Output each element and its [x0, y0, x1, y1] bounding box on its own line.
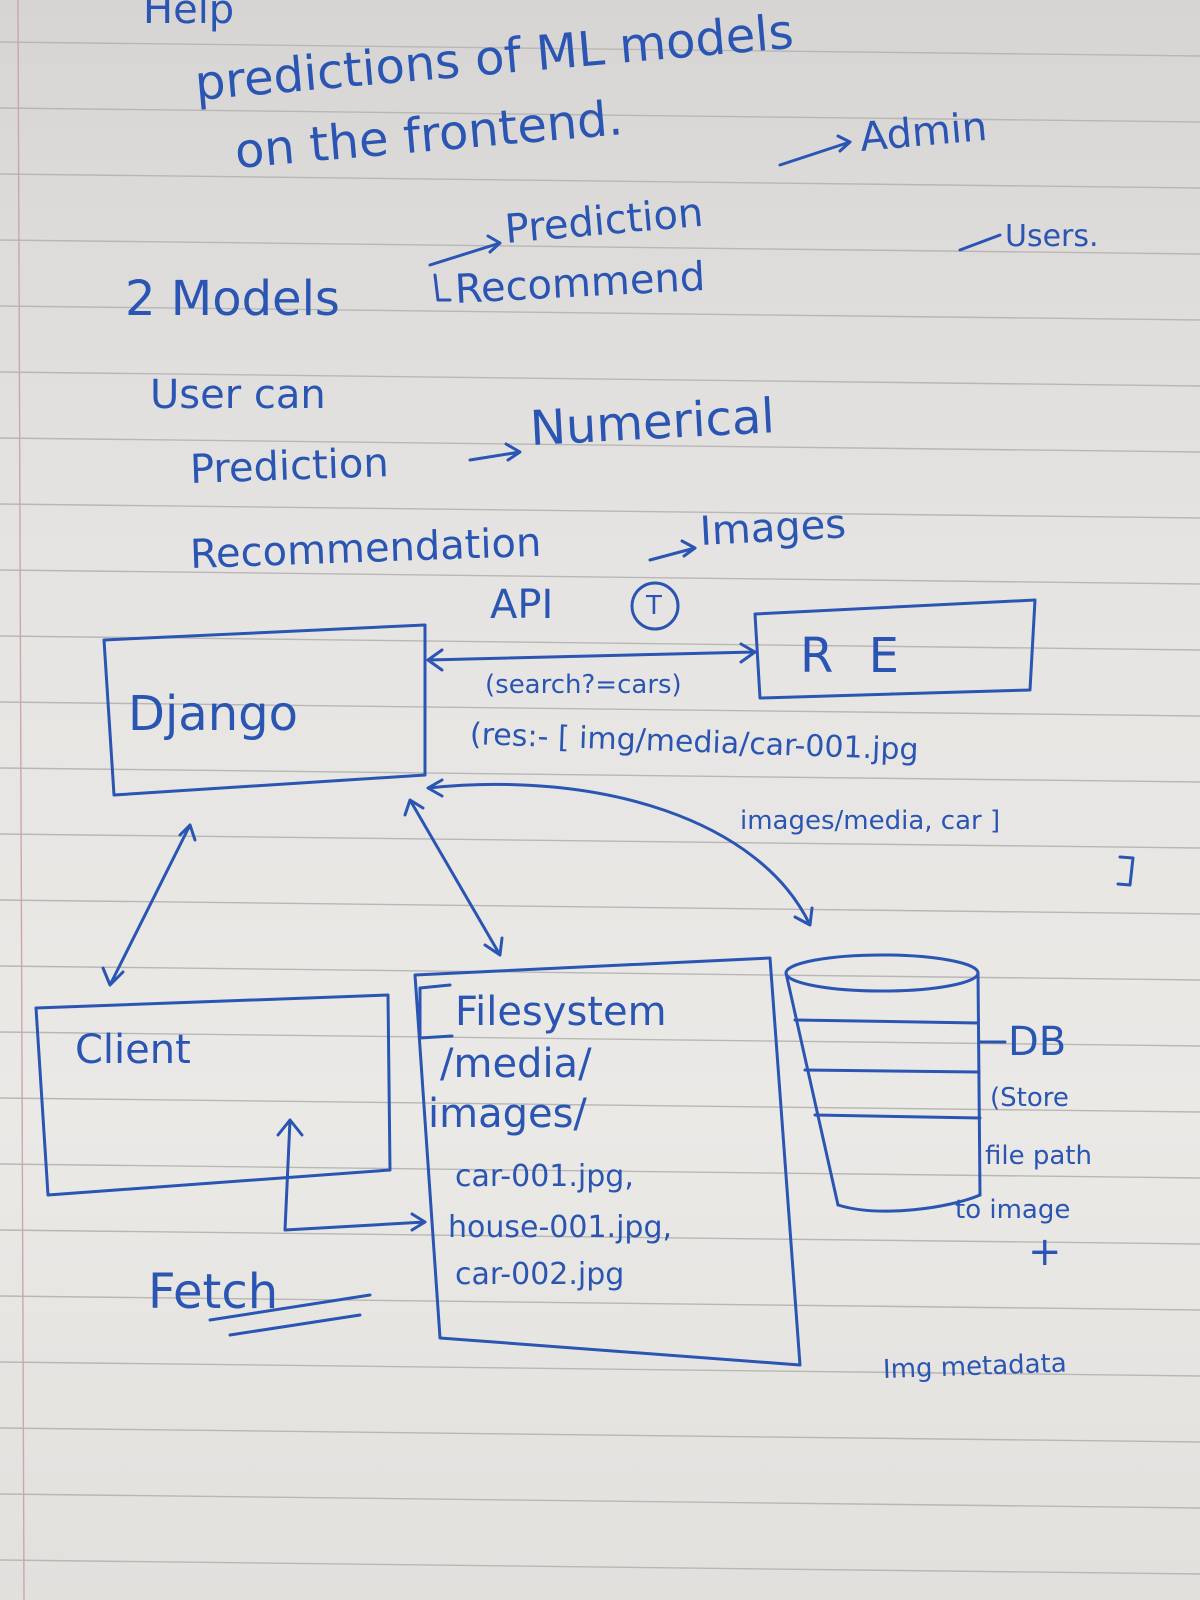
request-text: (search?=cars) [485, 670, 682, 700]
db-note-4: + [1028, 1229, 1062, 1275]
file-item: house-001.jpg, [448, 1210, 673, 1245]
api-marker: T [646, 591, 662, 621]
arrow-django-db [426, 778, 814, 927]
ruled-line [0, 173, 1200, 189]
file-item: car-001.jpg, [455, 1159, 634, 1194]
ruled-line [0, 107, 1200, 123]
re-box [753, 598, 1037, 700]
arrow-django-filesystem [403, 798, 504, 957]
db-note-5: Img metadata [882, 1348, 1068, 1385]
ruled-line [0, 1031, 1200, 1047]
ruled-line [0, 899, 1200, 915]
ruled-line [0, 701, 1200, 717]
arrow-fetch [276, 1118, 427, 1232]
client-label: Client [75, 1027, 191, 1073]
db-note-3: to image [955, 1195, 1071, 1225]
django-box [102, 623, 427, 797]
ruled-line [0, 767, 1200, 783]
ruled-line [0, 965, 1200, 981]
file-item: car-002.jpg [455, 1257, 625, 1292]
ruled-line [0, 1427, 1200, 1443]
ruled-line [0, 833, 1200, 849]
ruled-line [0, 1163, 1200, 1179]
note-prediction-type: Numerical [528, 388, 776, 457]
fetch-label: Fetch [148, 1264, 279, 1320]
filesystem-path-2: images/ [428, 1091, 587, 1137]
note-models: 2 Models [125, 271, 340, 327]
ruled-line [0, 1229, 1200, 1245]
ruled-line [0, 1493, 1200, 1509]
filesystem-box [413, 956, 802, 1367]
note-role-users: Users. [1005, 219, 1099, 254]
ruled-line [0, 1361, 1200, 1377]
ruled-line [0, 635, 1200, 651]
note-prediction-label: Prediction [189, 440, 390, 493]
margin-line [17, 0, 25, 1600]
arrow-images [648, 539, 697, 562]
arrow-users [958, 233, 1002, 252]
note-recommendation-type: Images [698, 501, 848, 555]
ruled-line [0, 239, 1200, 255]
response-line-2: images/media, car ] [740, 806, 1001, 836]
note-recommendation-label: Recommendation [189, 519, 543, 578]
note-help: Help [143, 0, 235, 33]
arrow-numerical [468, 442, 522, 462]
fetch-underline [208, 1293, 372, 1337]
filesystem-path-1: /media/ [440, 1041, 592, 1087]
arrow-recommend-branch [433, 273, 452, 302]
ruled-line [0, 41, 1200, 57]
ruled-line [0, 1559, 1200, 1575]
arrow-admin [778, 134, 852, 167]
response-bracket [1116, 855, 1135, 887]
client-box [34, 993, 392, 1197]
ruled-line [0, 503, 1200, 519]
note-role-admin: Admin [857, 103, 990, 161]
note-user-can: User can [150, 372, 326, 418]
arrow-models [428, 234, 502, 267]
ruled-line [0, 437, 1200, 453]
re-label: R E [800, 628, 909, 684]
filesystem-title: Filesystem [455, 989, 667, 1035]
db-note-1: (Store [990, 1083, 1069, 1113]
ruled-line [0, 1295, 1200, 1311]
db-label: DB [1008, 1019, 1067, 1065]
db-note-2: file path [985, 1141, 1092, 1171]
db-cylinder [784, 953, 982, 1213]
django-label: Django [128, 686, 298, 742]
arrow-django-client [101, 823, 197, 987]
ruled-line [0, 569, 1200, 585]
ruled-line [0, 305, 1200, 321]
ruled-line [0, 371, 1200, 387]
arrow-django-re [426, 642, 757, 672]
filesystem-bracket [418, 983, 454, 1040]
ruled-line [0, 1097, 1200, 1113]
api-label: API [490, 582, 554, 628]
api-marker-circle [630, 581, 680, 631]
